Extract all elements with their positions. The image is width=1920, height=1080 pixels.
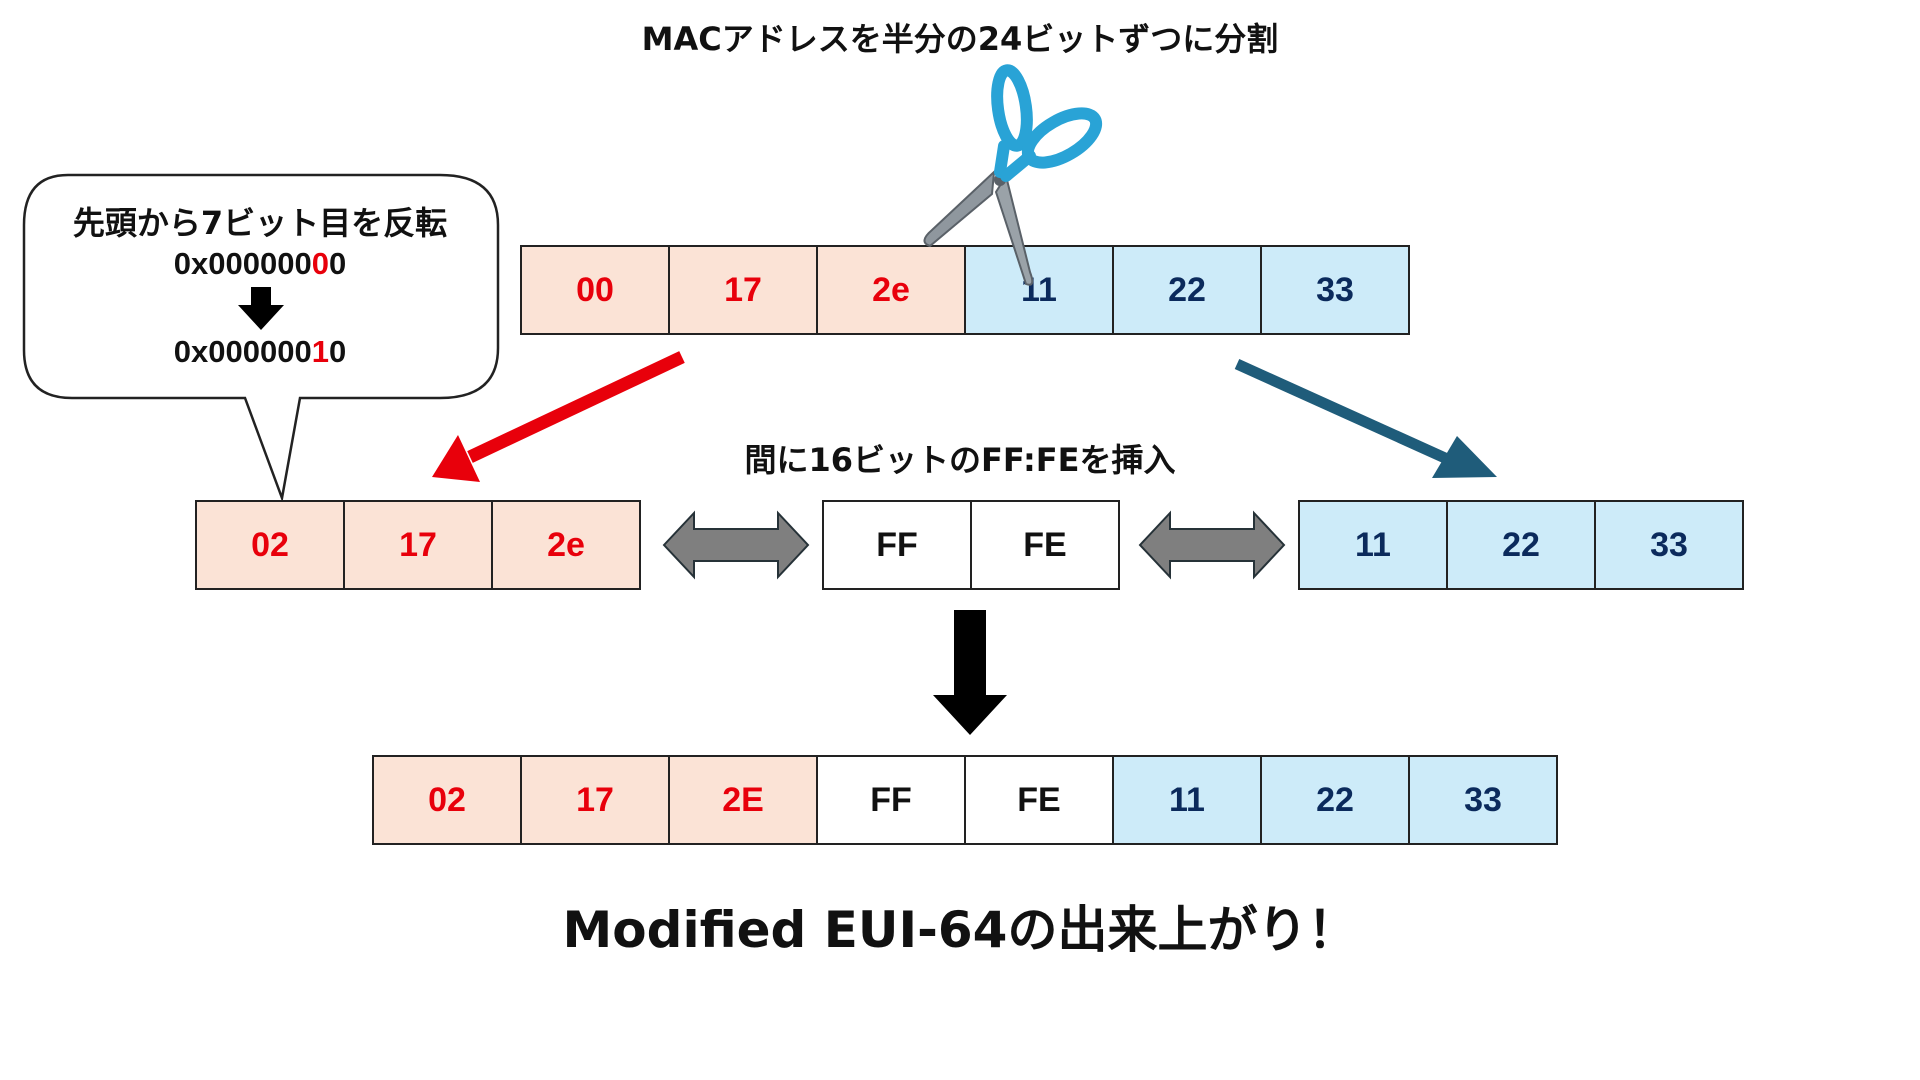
callout-after-value: 0x00000010 (173, 334, 347, 369)
mac-byte-3: 2e (816, 245, 966, 335)
insert-byte-2: FE (970, 500, 1120, 590)
left-byte-2: 17 (343, 500, 493, 590)
result-caption: Modified EUI-64の出来上がり！ (562, 901, 1358, 959)
mac-byte-6: 33 (1260, 245, 1410, 335)
result-byte-4: FF (816, 755, 966, 845)
callout-title: 先頭から7ビット目を反転 (72, 204, 448, 242)
callout-before-value: 0x00000000 (173, 246, 347, 281)
insert-caption: 間に16ビットのFF:FEを挿入 (744, 441, 1176, 479)
insert-byte-1: FF (822, 500, 972, 590)
result-byte-8: 33 (1408, 755, 1558, 845)
flipped-bit-before: 0 (311, 246, 329, 281)
right-double-arrow-icon (1138, 510, 1286, 580)
result-byte-1: 02 (372, 755, 522, 845)
left-half-row: 02 17 2e (195, 500, 641, 590)
right-byte-2: 22 (1446, 500, 1596, 590)
mac-byte-4: 11 (964, 245, 1114, 335)
result-byte-6: 11 (1112, 755, 1262, 845)
right-half-row: 11 22 33 (1298, 500, 1744, 590)
result-byte-5: FE (964, 755, 1114, 845)
fffe-insert-row: FF FE (822, 500, 1120, 590)
down-arrow-icon (933, 610, 1007, 735)
red-split-arrow-icon (432, 351, 685, 482)
right-byte-1: 11 (1298, 500, 1448, 590)
flipped-bit-after: 1 (311, 334, 329, 369)
right-byte-3: 33 (1594, 500, 1744, 590)
blue-split-arrow-icon (1234, 358, 1497, 478)
split-caption: MACアドレスを半分の24ビットずつに分割 (641, 20, 1279, 58)
left-byte-3: 2e (491, 500, 641, 590)
result-byte-7: 22 (1260, 755, 1410, 845)
left-double-arrow-icon (662, 510, 810, 580)
mac-byte-5: 22 (1112, 245, 1262, 335)
mac-address-row: 00 17 2e 11 22 33 (520, 245, 1410, 335)
eui64-result-row: 02 17 2E FF FE 11 22 33 (372, 755, 1558, 845)
